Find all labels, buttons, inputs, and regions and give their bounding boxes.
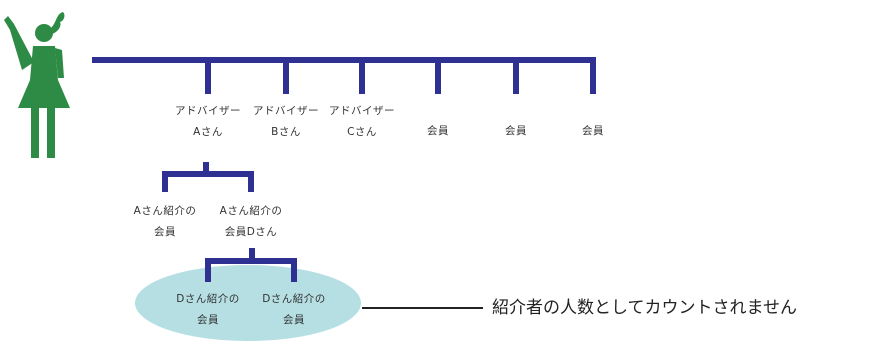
a-referral-member-line1: Aさん紹介の [133,205,197,217]
d-referral-member-2-label: Dさん紹介の 会員 [249,289,339,331]
advisor-b-line2: Bさん [271,126,301,138]
member-3-text: 会員 [582,125,604,137]
d-referral-member-1-line1: Dさん紹介の [176,293,240,305]
d-referral-member-2-line2: 会員 [283,314,305,326]
advisor-a-line1: アドバイザー [175,105,241,117]
note-connector-line [362,307,483,309]
d-referral-member-1-line2: 会員 [197,314,219,326]
person-raising-hand-icon [4,12,70,158]
advisor-a-connector [162,162,254,192]
member-2-text: 会員 [505,125,527,137]
a-referral-member-d-label: Aさん紹介の 会員Dさん [206,201,296,243]
advisor-a-line2: Aさん [193,126,223,138]
advisor-b-label: アドバイザー Bさん [241,101,331,143]
excluded-highlight [135,265,361,341]
d-referral-member-1-label: Dさん紹介の 会員 [163,289,253,331]
d-referral-member-2-line1: Dさん紹介の [262,293,326,305]
a-referral-member-d-line1: Aさん紹介の [219,205,283,217]
not-counted-note: 紹介者の人数としてカウントされません [492,298,797,318]
a-referral-member-d-line2: 会員Dさん [224,226,278,238]
member-1-label: 会員 [408,121,468,142]
member-3-label: 会員 [563,121,623,142]
member-d-connector [205,248,297,282]
advisor-c-label: アドバイザー Cさん [317,101,407,143]
a-referral-member-label: Aさん紹介の 会員 [120,201,210,243]
a-referral-member-line2: 会員 [154,226,176,238]
advisor-a-label: アドバイザー Aさん [163,101,253,143]
member-1-text: 会員 [427,125,449,137]
advisor-c-line1: アドバイザー [329,105,395,117]
top-connector [92,57,596,94]
advisor-b-line1: アドバイザー [253,105,319,117]
member-2-label: 会員 [486,121,546,142]
advisor-c-line2: Cさん [347,126,377,138]
